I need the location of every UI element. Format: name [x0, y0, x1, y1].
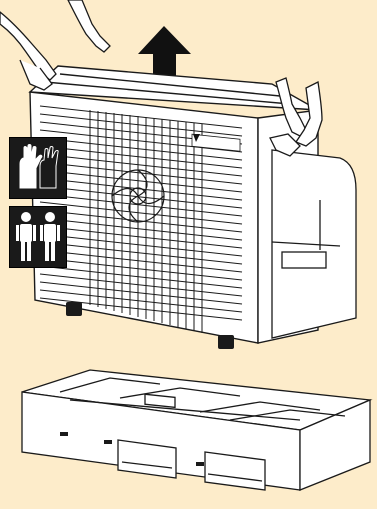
service-panel: [272, 150, 356, 338]
gloves-icon: [9, 137, 67, 199]
two-persons-icon: [9, 206, 67, 268]
packaging-base: [22, 370, 370, 490]
